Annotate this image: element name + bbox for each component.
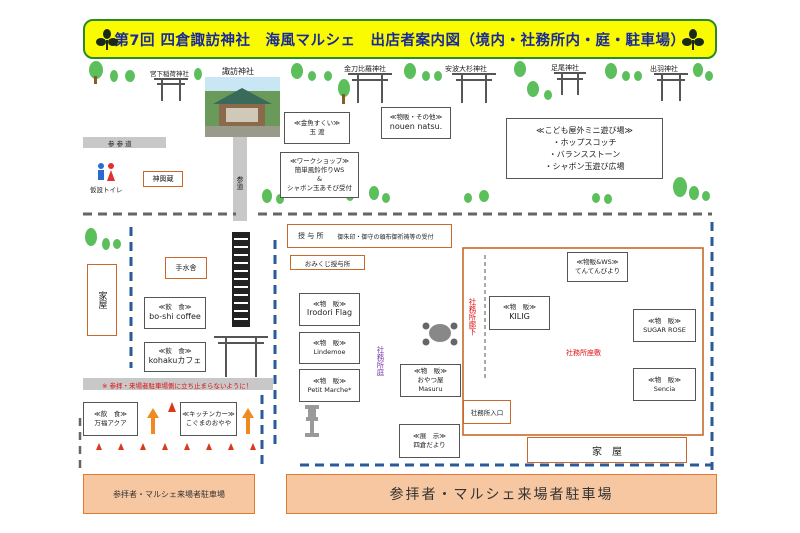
walkway-band	[83, 378, 273, 390]
vendor-category: ≪飲 食≫	[158, 303, 192, 312]
play-item: ・バランスストーン	[548, 149, 621, 159]
vendor-name: Sencia	[653, 384, 676, 393]
parking-lot-left: 参拝者・マルシェ来場者駐車場	[83, 474, 255, 514]
temizuya: 手水舎	[165, 257, 207, 279]
road-vertical	[233, 137, 247, 221]
vendor-kingyo: ≪金魚すくい≫ 玉 渡	[284, 112, 350, 144]
kids-play-area: ≪こども屋外ミニ遊び場≫ ・ホップスコッチ ・バランスストーン ・シャボン玉遊び…	[506, 118, 663, 179]
vendor-nouen: ≪物販・その他≫ nouen natsu.	[381, 107, 451, 139]
vendor-kilig: ≪物 販≫ KILIG	[489, 296, 550, 330]
road-horizontal	[83, 137, 166, 148]
house-right: 家 屋	[527, 437, 687, 463]
toilet-label: 仮設トイレ	[90, 186, 123, 194]
vendor-name: nouen natsu.	[389, 121, 443, 131]
vendor-sugar-rose: ≪物 販≫ SUGAR ROSE	[633, 309, 696, 342]
toilet-icon	[98, 163, 115, 181]
shrine-label-ashio: 足尾神社	[551, 64, 579, 72]
shrine-label-konpira: 金刀比羅神社	[344, 65, 386, 73]
vendor-name: Petit Marche*	[307, 385, 352, 394]
vendor-category: ≪物 販≫	[413, 367, 448, 376]
play-item: ・シャボン玉遊び広場	[544, 161, 625, 171]
shrine-label-miyashita: 宮下稲荷神社	[150, 70, 189, 78]
vendor-name: てんてんびより	[574, 267, 621, 275]
omikuji-juyosho: おみくじ授与所	[290, 255, 365, 270]
shamusho-outline	[462, 247, 704, 436]
vendor-category: ≪こども屋外ミニ遊び場≫	[536, 125, 633, 135]
house-left: 家屋	[87, 264, 117, 336]
vendor-category: ≪物 販≫	[502, 303, 537, 312]
shrine-photo	[205, 77, 280, 137]
shamusho-entrance: 社務所入口	[463, 400, 511, 424]
vendor-name: Lindemoe	[313, 348, 346, 356]
shrine-label-awa: 安波大杉神社	[445, 65, 487, 73]
shrine-label-suwa: 諏訪神社	[222, 67, 254, 76]
road-label-vertical: 参道	[236, 176, 244, 190]
vendor-category: ≪飲 食≫	[158, 347, 192, 356]
vendor-category: ≪物 販≫	[312, 339, 347, 348]
vendor-lindemoe: ≪物 販≫ Lindemoe	[299, 332, 360, 364]
vendor-category: ≪物販&WS≫	[576, 258, 619, 267]
vendor-category: ≪物 販≫	[647, 375, 682, 384]
vendor-tenji: ≪展 示≫ 四倉だより	[399, 424, 460, 458]
vendor-name: おやつ屋	[417, 376, 444, 385]
vendor-irodori: ≪物 販≫ Irodori Flag	[299, 293, 360, 326]
vendor-tenten: ≪物販&WS≫ てんてんびより	[567, 252, 628, 282]
vendor-sencia: ≪物 販≫ Sencia	[633, 368, 696, 401]
vendor-category: ≪物販・その他≫	[389, 113, 443, 122]
crest-icon	[682, 29, 704, 50]
map-title: 第7回 四倉諏訪神社 海風マルシェ 出店者案内図（境内・社務所内・庭・駐車場）	[114, 32, 686, 49]
vendor-category: ≪物 販≫	[312, 376, 347, 385]
juyosho-note: 御朱印・御守の頒布御祈祷等の受付	[337, 233, 434, 241]
vendor-category: ≪展 示≫	[412, 432, 447, 441]
vendor-name: Irodori Flag	[306, 308, 353, 318]
vendor-manpuku: ≪飲 食≫ 万福アクア	[83, 402, 138, 436]
boundary-dashes	[129, 222, 714, 470]
vendor-line: 簡単風鈴作りWS	[294, 166, 345, 175]
lantern-icon	[305, 405, 319, 437]
vendor-name: 万福アクア	[94, 419, 127, 427]
vendor-workshop: ≪ワークショップ≫ 簡単風鈴作りWS & シャボン玉あそび受付	[280, 152, 359, 198]
vendor-line: &	[316, 175, 323, 183]
shamusho-garden-label: 社務所庭	[376, 346, 385, 376]
crest-icon	[96, 29, 118, 50]
vendor-name: 四倉だより	[413, 441, 446, 449]
vendor-name: 玉 渡	[309, 128, 325, 136]
vendor-petit: ≪物 販≫ Petit Marche*	[299, 369, 360, 402]
vendor-kohaku: ≪飲 食≫ kohakuカフェ	[144, 342, 206, 372]
vendor-name: SUGAR ROSE	[643, 325, 686, 334]
shinyo-gura: 神輿蔵	[143, 171, 183, 187]
shamusho-zashiki-label: 社務所座敷	[566, 349, 601, 357]
warning-text: ※ 参拝・来場者駐車場側に立ち止まらないように！	[102, 382, 253, 390]
vendor-category: ≪飲 食≫	[93, 410, 128, 419]
parking-lot-main: 参拝者・マルシェ来場者駐車場	[286, 474, 717, 514]
vendor-name: KILIG	[509, 311, 530, 321]
road-label: 参 参 道	[108, 140, 132, 148]
vendor-category: ≪物 販≫	[312, 299, 347, 308]
vendor-category: ≪ワークショップ≫	[289, 157, 350, 166]
table-icon	[422, 322, 458, 346]
vendor-name: bo-shi coffee	[149, 311, 201, 321]
vendor-category: ≪金魚すくい≫	[293, 119, 341, 128]
vendor-line: シャボン玉あそび受付	[287, 183, 352, 192]
juyosho: 授 与 所 御朱印・御守の頒布御祈祷等の受付	[287, 224, 452, 248]
vendor-kitchencar: ≪キッチンカー≫ こぐまのおやや	[180, 402, 237, 436]
stairs	[232, 232, 250, 327]
juyosho-label: 授 与 所	[298, 232, 324, 240]
vendor-name: kohakuカフェ	[148, 355, 202, 365]
title-banner: 第7回 四倉諏訪神社 海風マルシェ 出店者案内図（境内・社務所内・庭・駐車場）	[83, 19, 717, 59]
torii-icon	[154, 72, 688, 377]
shamusho-corridor-label: 社務所廊下	[468, 298, 477, 336]
shrine-label-dewa: 出羽神社	[650, 65, 678, 73]
vendor-category: ≪物 販≫	[647, 316, 682, 325]
arrow-up-icon	[147, 408, 254, 434]
vendor-name: こぐまのおやや	[185, 419, 232, 427]
vendor-name: Masuru	[418, 384, 443, 393]
vendor-category: ≪キッチンカー≫	[182, 410, 235, 419]
vendor-oyatsu: ≪物 販≫ おやつ屋 Masuru	[400, 364, 461, 397]
play-item: ・ホップスコッチ	[552, 137, 617, 147]
vendor-boshi: ≪飲 食≫ bo-shi coffee	[144, 297, 206, 329]
